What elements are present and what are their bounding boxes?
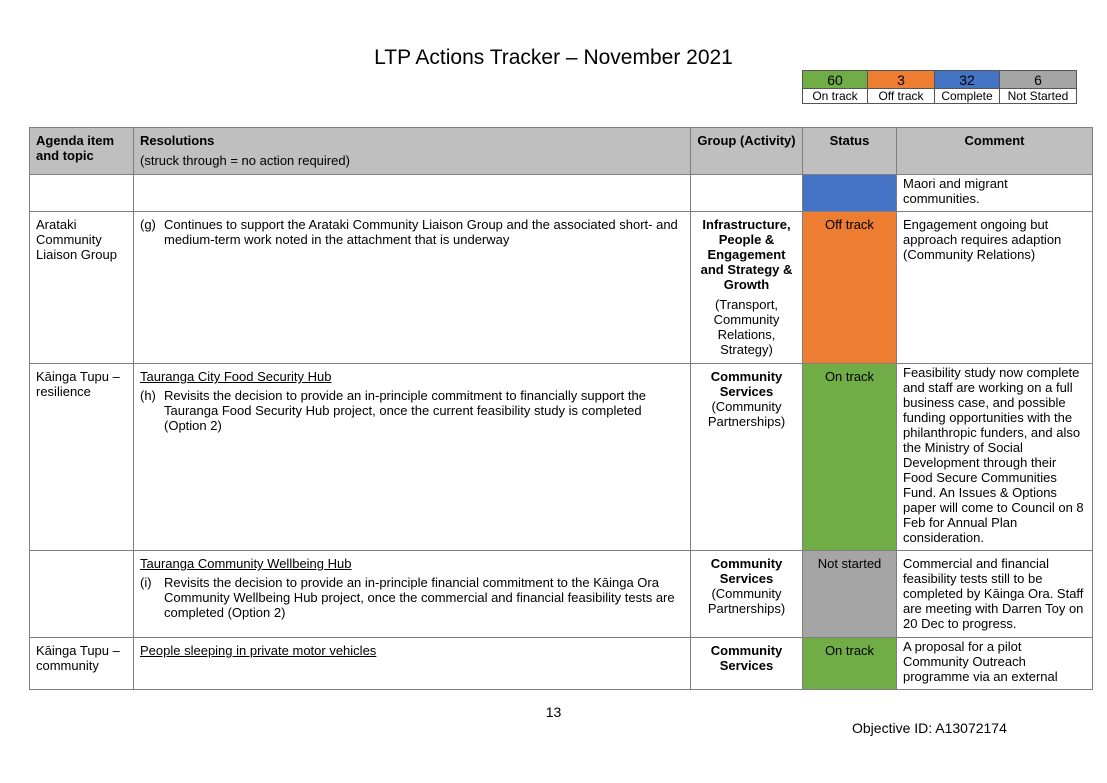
group-cell: Community Services (Community Partnershi… — [690, 363, 803, 551]
actions-table: Agenda item and topic Resolutions (struc… — [29, 127, 1093, 690]
resolution-text: Revisits the decision to provide an in-p… — [164, 575, 675, 620]
legend-label-on-track: On track — [802, 88, 868, 104]
comment-cell: Commercial and financial feasibility tes… — [896, 550, 1093, 638]
resolution-item: (h) Revisits the decision to provide an … — [140, 388, 684, 433]
header-resolutions-note: (struck through = no action required) — [140, 153, 350, 168]
legend-label-complete: Complete — [934, 88, 1000, 104]
comment-cell: Maori and migrant communities. — [896, 174, 1093, 212]
group-name: Community Services — [710, 643, 783, 673]
objective-id: Objective ID: A13072174 — [852, 720, 1007, 736]
resolution-item: (i) Revisits the decision to provide an … — [140, 575, 684, 620]
header-status: Status — [802, 127, 897, 175]
group-activity: (Community Partnerships) — [707, 399, 786, 429]
resolution-cell — [133, 174, 691, 212]
resolution-item: (g) Continues to support the Arataki Com… — [140, 217, 684, 247]
resolution-cell: Tauranga Community Wellbeing Hub (i) Rev… — [133, 550, 691, 638]
resolution-text: Revisits the decision to provide an in-p… — [164, 388, 646, 433]
table-row: Maori and migrant communities. — [29, 174, 1093, 212]
group-name: Community Services — [710, 369, 783, 399]
comment-cell: A proposal for a pilot Community Outreac… — [896, 637, 1093, 690]
resolution-marker: (i) — [140, 575, 152, 590]
legend-label-not-started: Not Started — [999, 88, 1077, 104]
legend-count-complete: 32 — [934, 70, 1000, 89]
group-cell: Infrastructure, People & Engagement and … — [690, 211, 803, 364]
comment-cell: Feasibility study now complete and staff… — [896, 363, 1093, 551]
header-resolutions: Resolutions (struck through = no action … — [133, 127, 691, 175]
agenda-cell: Kāinga Tupu – resilience — [29, 363, 134, 551]
agenda-cell — [29, 550, 134, 638]
table-row: Kāinga Tupu – community People sleeping … — [29, 637, 1093, 690]
group-name: Community Services — [710, 556, 783, 586]
resolution-heading: People sleeping in private motor vehicle… — [140, 643, 377, 658]
header-comment: Comment — [896, 127, 1093, 175]
resolution-heading: Tauranga Community Wellbeing Hub — [140, 556, 352, 571]
status-cell: Off track — [802, 211, 897, 364]
page-title: LTP Actions Tracker – November 2021 — [374, 46, 733, 69]
group-cell: Community Services (Community Partnershi… — [690, 550, 803, 638]
page-number: 13 — [545, 704, 562, 720]
header-agenda: Agenda item and topic — [29, 127, 134, 175]
group-activity: (Community Partnerships) — [707, 586, 786, 616]
table-row: Arataki Community Liaison Group (g) Cont… — [29, 211, 1093, 364]
resolution-cell: People sleeping in private motor vehicle… — [133, 637, 691, 690]
resolution-heading: Tauranga City Food Security Hub — [140, 369, 332, 384]
legend-count-off-track: 3 — [867, 70, 935, 89]
agenda-cell: Kāinga Tupu – community — [29, 637, 134, 690]
header-group: Group (Activity) — [690, 127, 803, 175]
agenda-cell: Arataki Community Liaison Group — [29, 211, 134, 364]
agenda-cell — [29, 174, 134, 212]
group-activity: (Transport, Community Relations, Strateg… — [713, 297, 780, 357]
status-cell: On track — [802, 637, 897, 690]
legend-label-off-track: Off track — [867, 88, 935, 104]
resolution-cell: Tauranga City Food Security Hub (h) Revi… — [133, 363, 691, 551]
status-legend: 60 3 32 6 On track Off track Complete No… — [802, 70, 1077, 104]
group-cell: Community Services — [690, 637, 803, 690]
resolution-marker: (g) — [140, 217, 156, 232]
status-cell: Not started — [802, 550, 897, 638]
status-cell — [802, 174, 897, 212]
resolution-cell: (g) Continues to support the Arataki Com… — [133, 211, 691, 364]
table-row: Kāinga Tupu – resilience Tauranga City F… — [29, 363, 1093, 551]
comment-cell: Engagement ongoing but approach requires… — [896, 211, 1093, 364]
group-cell — [690, 174, 803, 212]
group-name: Infrastructure, People & Engagement and … — [700, 217, 793, 292]
header-resolutions-label: Resolutions — [140, 133, 215, 148]
resolution-text: Continues to support the Arataki Communi… — [164, 217, 678, 247]
legend-count-not-started: 6 — [999, 70, 1077, 89]
resolution-marker: (h) — [140, 388, 156, 403]
status-cell: On track — [802, 363, 897, 551]
table-row: Tauranga Community Wellbeing Hub (i) Rev… — [29, 550, 1093, 638]
legend-count-on-track: 60 — [802, 70, 868, 89]
